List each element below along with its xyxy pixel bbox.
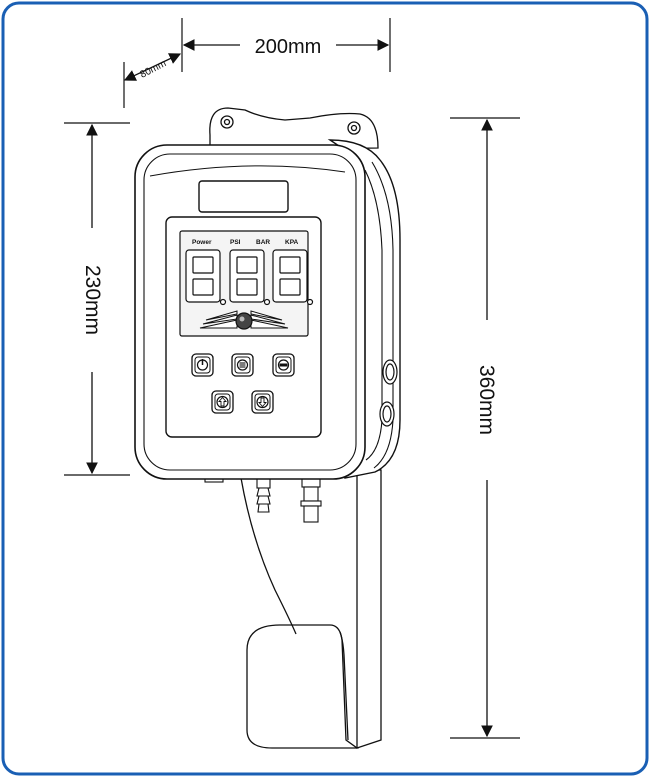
dimension-total-height-label: 360mm: [475, 365, 498, 435]
wall-bracket: [246, 469, 382, 749]
power-icon: [196, 359, 209, 371]
dimension-total-height: 360mm: [450, 117, 520, 739]
dimension-width-label: 200mm: [255, 36, 322, 58]
dimension-width: 200mm: [181, 18, 391, 72]
unit-label-bar: BAR: [256, 239, 270, 246]
hose-barb-connector: [256, 477, 271, 513]
hose-cable: [240, 477, 297, 635]
unit-label-psi: PSI: [230, 239, 241, 246]
label-window: [198, 180, 289, 213]
down-button[interactable]: [251, 390, 274, 414]
digit-1: [185, 249, 227, 306]
seven-segment-display: [185, 249, 314, 306]
dimension-body-height-label: 230mm: [81, 265, 104, 335]
power-button[interactable]: [191, 353, 214, 377]
minus-icon: [277, 359, 290, 371]
bargraph-indicator: [199, 310, 289, 329]
quick-coupler-connector: [300, 477, 322, 523]
arrow-down-icon: [256, 395, 269, 409]
side-port-lower: [379, 401, 395, 427]
unit-label-power: Power: [192, 239, 212, 246]
menu-icon: [236, 359, 249, 371]
unit-label-kpa: KPA: [285, 239, 299, 246]
digit-3: [272, 249, 314, 306]
status-led: [235, 312, 253, 330]
arrow-up-icon: [216, 395, 229, 409]
minus-button[interactable]: [272, 353, 295, 377]
dimension-body-height: 230mm: [64, 122, 130, 476]
side-port-upper: [382, 359, 398, 385]
menu-button[interactable]: [231, 353, 254, 377]
digit-2: [229, 249, 271, 306]
up-button[interactable]: [211, 390, 234, 414]
